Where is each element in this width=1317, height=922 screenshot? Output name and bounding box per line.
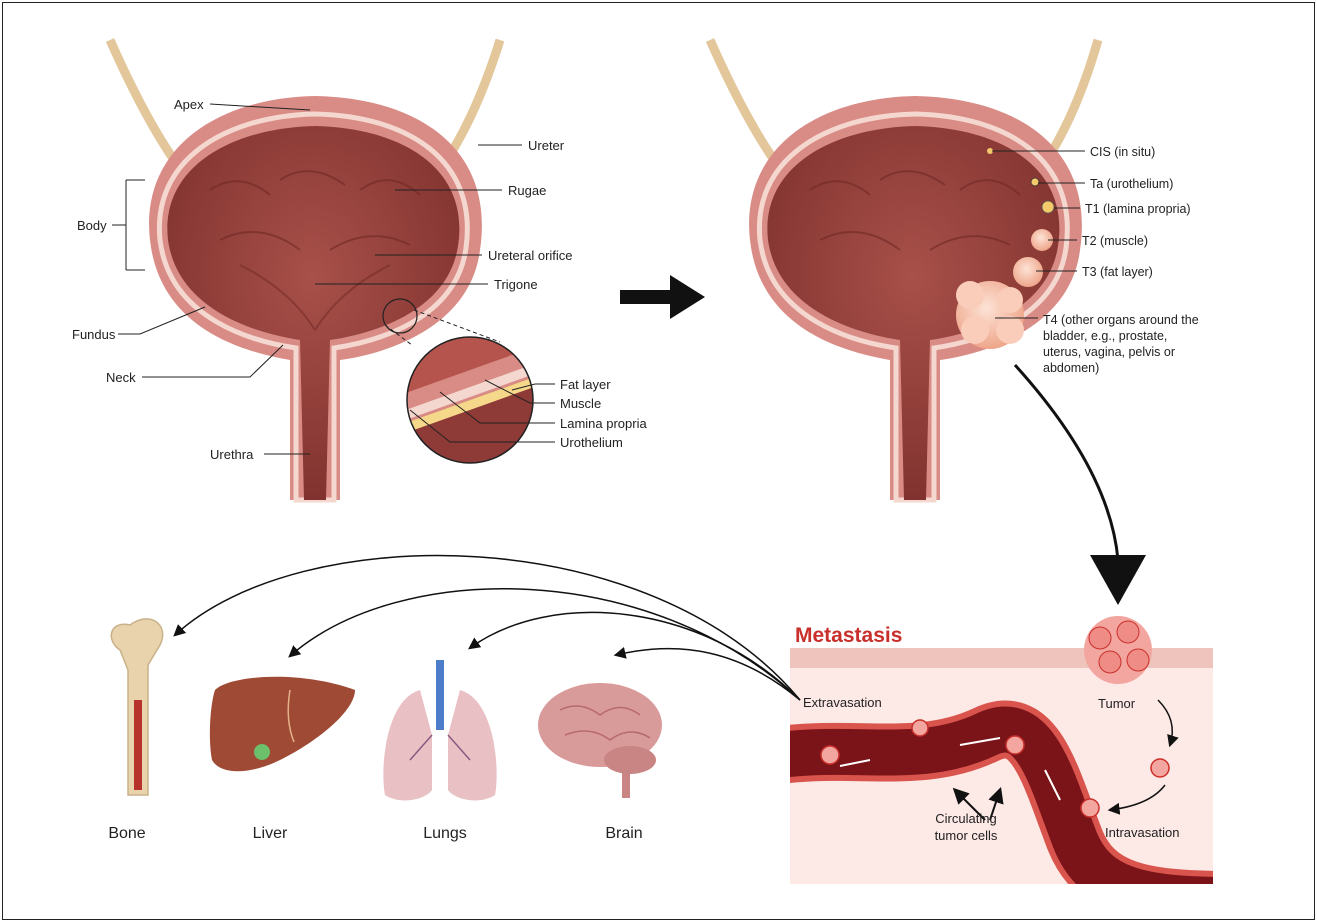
brain-illustration	[538, 683, 662, 798]
tumor-t4	[956, 281, 1024, 349]
wall-layers-zoom	[400, 330, 540, 470]
tumor-t3	[1013, 257, 1043, 287]
label-tumor: Tumor	[1098, 696, 1136, 711]
label-circulating-line-1: Circulating	[935, 811, 996, 826]
label-fat-layer: Fat layer	[560, 377, 611, 392]
label-circulating-line-2: tumor cells	[935, 828, 998, 843]
tumor-ta	[1031, 178, 1039, 186]
label-ureter: Ureter	[528, 138, 565, 153]
label-neck: Neck	[106, 370, 136, 385]
primary-tumor-cluster	[1084, 616, 1152, 684]
label-lamina-propria: Lamina propria	[560, 416, 647, 431]
bladder-staging	[710, 40, 1098, 500]
label-intravasation: Intravasation	[1105, 825, 1179, 840]
spread-arrowhead	[1090, 555, 1146, 605]
label-muscle: Muscle	[560, 396, 601, 411]
label-ta: Ta (urothelium)	[1090, 177, 1173, 191]
label-body: Body	[77, 218, 107, 233]
label-ureteral-orifice: Ureteral orifice	[488, 248, 573, 263]
label-t4-line-3: uterus, vagina, pelvis or	[1043, 345, 1175, 359]
label-trigone: Trigone	[494, 277, 538, 292]
label-t2: T2 (muscle)	[1082, 234, 1148, 248]
bone-illustration	[111, 619, 162, 795]
label-t4-line-4: abdomen)	[1043, 361, 1099, 375]
metastasis-panel: Metastasis Extravasation Tumor Circulati…	[780, 616, 1230, 900]
label-t4-line-2: bladder, e.g., prostate,	[1043, 329, 1167, 343]
label-urothelium: Urothelium	[560, 435, 623, 450]
label-brain: Brain	[605, 825, 642, 842]
liver-illustration	[210, 677, 355, 771]
label-rugae: Rugae	[508, 183, 546, 198]
progression-arrow	[620, 275, 705, 319]
label-cis: CIS (in situ)	[1090, 145, 1155, 159]
spread-curve	[1015, 365, 1118, 560]
label-liver: Liver	[253, 825, 288, 842]
label-fundus: Fundus	[72, 327, 116, 342]
label-t4-line-1: T4 (other organs around the	[1043, 313, 1199, 327]
label-apex: Apex	[174, 97, 204, 112]
lungs-illustration	[383, 660, 496, 800]
label-urethra: Urethra	[210, 447, 254, 462]
label-extravasation: Extravasation	[803, 695, 882, 710]
label-bone: Bone	[108, 825, 145, 842]
tumor-t1	[1042, 201, 1054, 213]
label-t3: T3 (fat layer)	[1082, 265, 1153, 279]
metastasis-title: Metastasis	[795, 624, 902, 647]
label-t1: T1 (lamina propria)	[1085, 202, 1191, 216]
label-lungs: Lungs	[423, 825, 467, 842]
